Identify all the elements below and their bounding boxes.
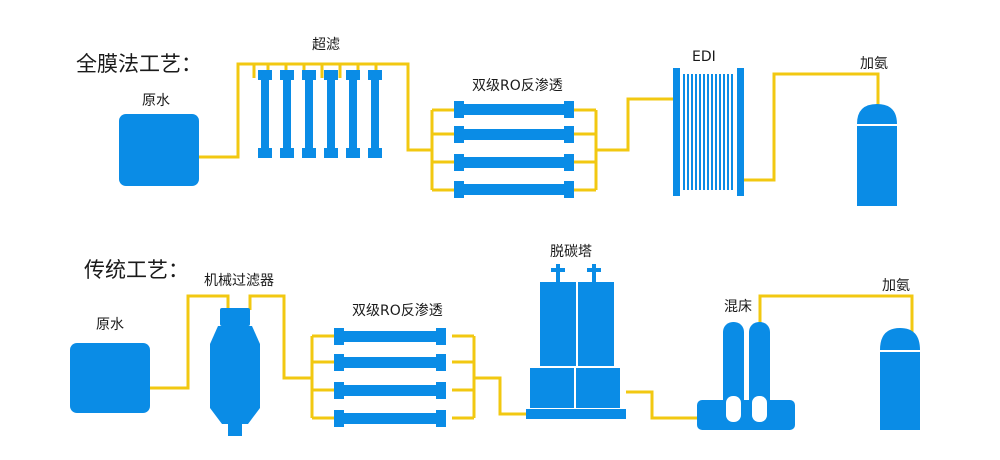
ammonia-tank-1	[857, 104, 897, 206]
pipe-ro-decarb	[474, 376, 532, 416]
pipe-mixedbed-ammonia	[758, 294, 914, 332]
pipe-ro-manifold-out-2	[452, 334, 476, 420]
ultrafiltration-label: 超滤	[312, 37, 340, 53]
pipes-traditional	[150, 294, 914, 420]
ro-vessel	[454, 101, 574, 118]
raw-water-tank-2	[70, 343, 150, 413]
pipe-ro-edi	[596, 97, 676, 152]
decarbonization-tower	[526, 264, 626, 419]
edi-label: EDI	[692, 49, 716, 65]
mixed-bed-label: 混床	[724, 299, 752, 315]
ro-vessels-2	[334, 328, 446, 427]
uf-module	[324, 70, 338, 158]
pipe-decarb-mixedbed	[626, 390, 698, 420]
pipe-ro-manifold-in-2	[310, 334, 338, 420]
pipe-edi-ammonia	[742, 72, 880, 182]
traditional-process-title: 传统工艺：	[84, 258, 189, 282]
raw-water-label-2: 原水	[96, 317, 124, 333]
uf-module	[258, 70, 272, 158]
ultrafiltration-modules	[258, 70, 382, 158]
ro-vessel	[454, 126, 574, 143]
uf-module	[280, 70, 294, 158]
ro-vessel	[334, 354, 446, 371]
uf-module	[302, 70, 316, 158]
mechanical-filter	[210, 308, 260, 436]
uf-module	[346, 70, 360, 158]
uf-module	[368, 70, 382, 158]
ammonia-dosing-label-2: 加氨	[882, 278, 910, 294]
edi-plates	[683, 74, 733, 190]
pipe-rawwater-filter	[150, 294, 230, 390]
mixed-bed	[697, 322, 795, 430]
double-ro-label-2: 双级RO反渗透	[352, 303, 443, 319]
pipe-ro-manifold-out	[574, 108, 598, 192]
raw-water-label-1: 原水	[142, 93, 170, 109]
ro-vessel	[334, 382, 446, 399]
pipe-filter-ro	[248, 294, 312, 380]
mechanical-filter-label: 机械过滤器	[204, 273, 274, 289]
ammonia-tank-2	[880, 328, 920, 430]
ro-vessel	[334, 328, 446, 345]
ro-vessel	[454, 154, 574, 171]
ro-vessel	[334, 410, 446, 427]
ro-vessel	[454, 181, 574, 198]
double-ro-label-1: 双级RO反渗透	[472, 78, 563, 94]
ammonia-dosing-label-1: 加氨	[860, 56, 888, 72]
ro-vessels-1	[454, 101, 574, 198]
edi-stack	[673, 68, 744, 196]
membrane-process-title: 全膜法工艺：	[76, 52, 202, 76]
pipe-ro-manifold-in	[430, 108, 456, 192]
decarbonization-tower-label: 脱碳塔	[550, 244, 592, 260]
raw-water-tank-1	[119, 114, 199, 186]
